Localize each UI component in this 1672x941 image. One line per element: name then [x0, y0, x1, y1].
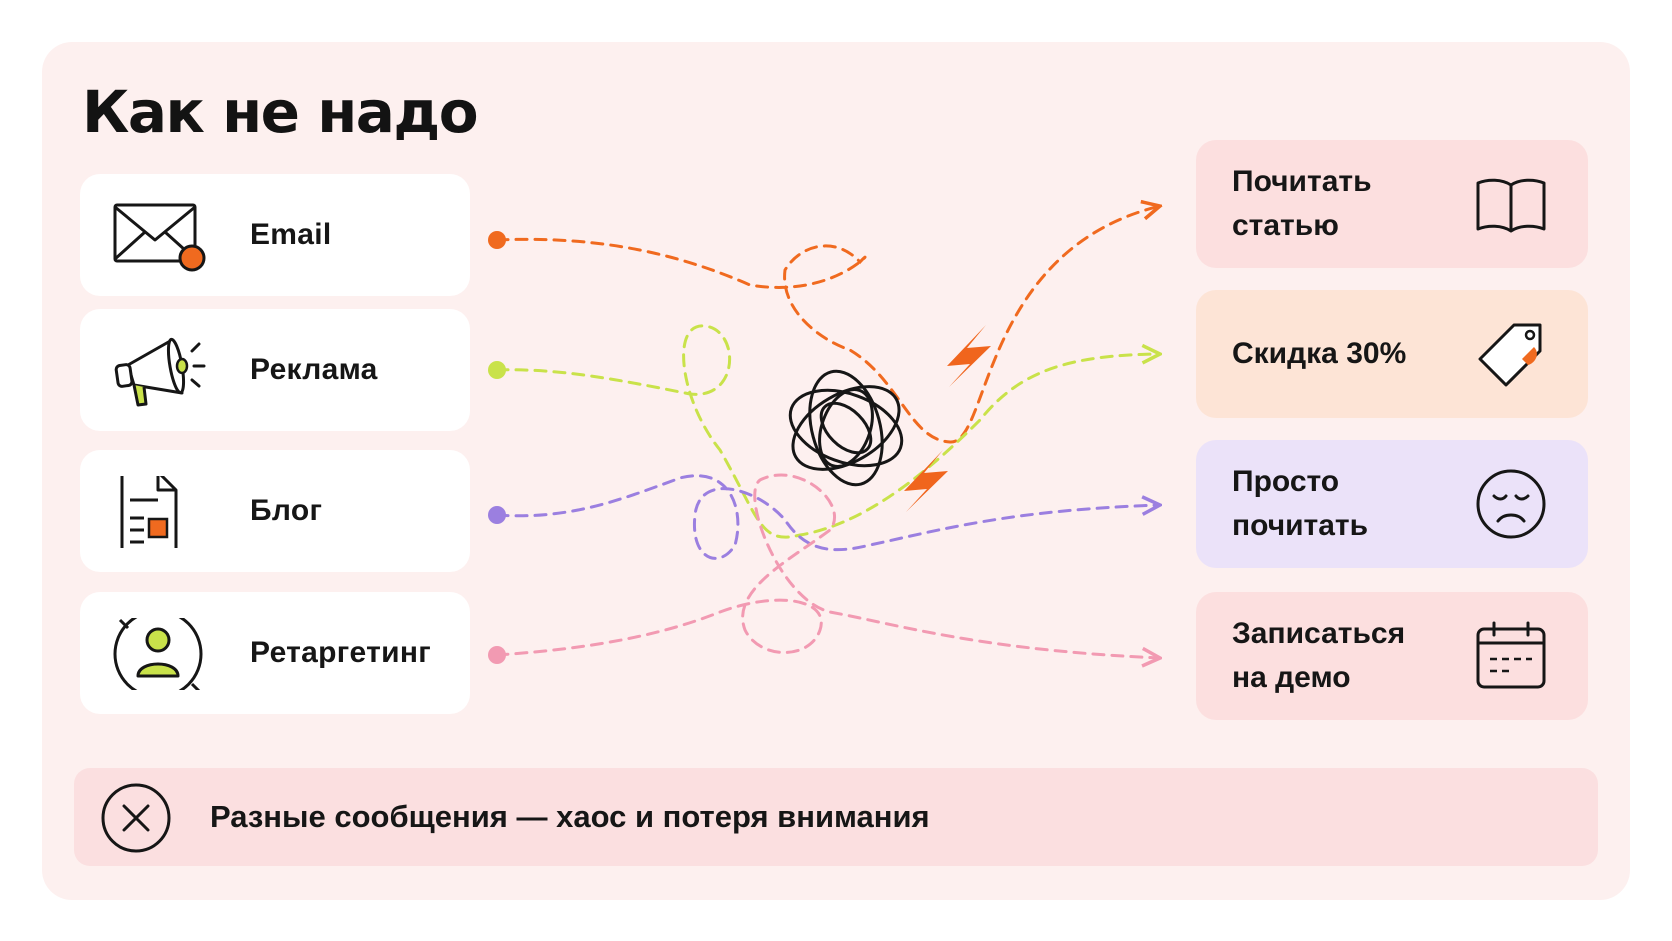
destination-label: Записаться на демо	[1232, 617, 1406, 694]
price-tag-icon	[1478, 323, 1542, 387]
destination-card-read: Просто почитать	[1196, 440, 1588, 568]
envelope-icon	[113, 203, 206, 272]
source-label: Блог	[250, 494, 323, 527]
flow-email	[495, 206, 1160, 444]
source-label: Email	[250, 218, 332, 251]
flow-blog	[495, 474, 1160, 560]
page-title: Как не надо	[82, 78, 479, 146]
document-icon	[120, 476, 178, 548]
source-card-retargeting: Ретаргетинг	[80, 592, 470, 714]
banner-text: Разные сообщения — хаос и потеря внимани…	[210, 799, 930, 834]
destination-label: Почитать статью	[1232, 165, 1372, 242]
book-icon	[1476, 178, 1546, 233]
flow-dot-blog	[488, 506, 506, 524]
destination-label: Просто почитать	[1232, 465, 1369, 542]
flow-dot-ads	[488, 361, 506, 379]
flow-start-dots	[488, 231, 506, 664]
lightning-icon	[904, 450, 948, 512]
tangle-icon	[788, 369, 904, 487]
source-card-email: Email	[80, 174, 470, 296]
destination-card-article: Почитать статью	[1196, 140, 1588, 268]
warning-banner: Разные сообщения — хаос и потеря внимани…	[74, 768, 1598, 866]
destination-label: Скидка 30%	[1232, 337, 1407, 370]
destination-card-demo: Записаться на демо	[1196, 592, 1588, 720]
source-card-ads: Реклама	[80, 309, 470, 431]
flow-dot-email	[488, 231, 506, 249]
sad-face-icon	[1476, 469, 1546, 539]
megaphone-icon	[114, 337, 206, 407]
source-label: Реклама	[250, 353, 378, 386]
lightning-icon	[947, 325, 991, 387]
user-target-icon	[113, 618, 203, 690]
cross-circle-icon	[101, 783, 171, 853]
flow-dot-retargeting	[488, 646, 506, 664]
destination-card-discount: Скидка 30%	[1196, 290, 1588, 418]
calendar-icon	[1476, 621, 1546, 689]
flow-ads	[495, 324, 1160, 539]
source-label: Ретаргетинг	[250, 636, 432, 669]
source-card-blog: Блог	[80, 450, 470, 572]
flow-retargeting	[495, 473, 1160, 658]
